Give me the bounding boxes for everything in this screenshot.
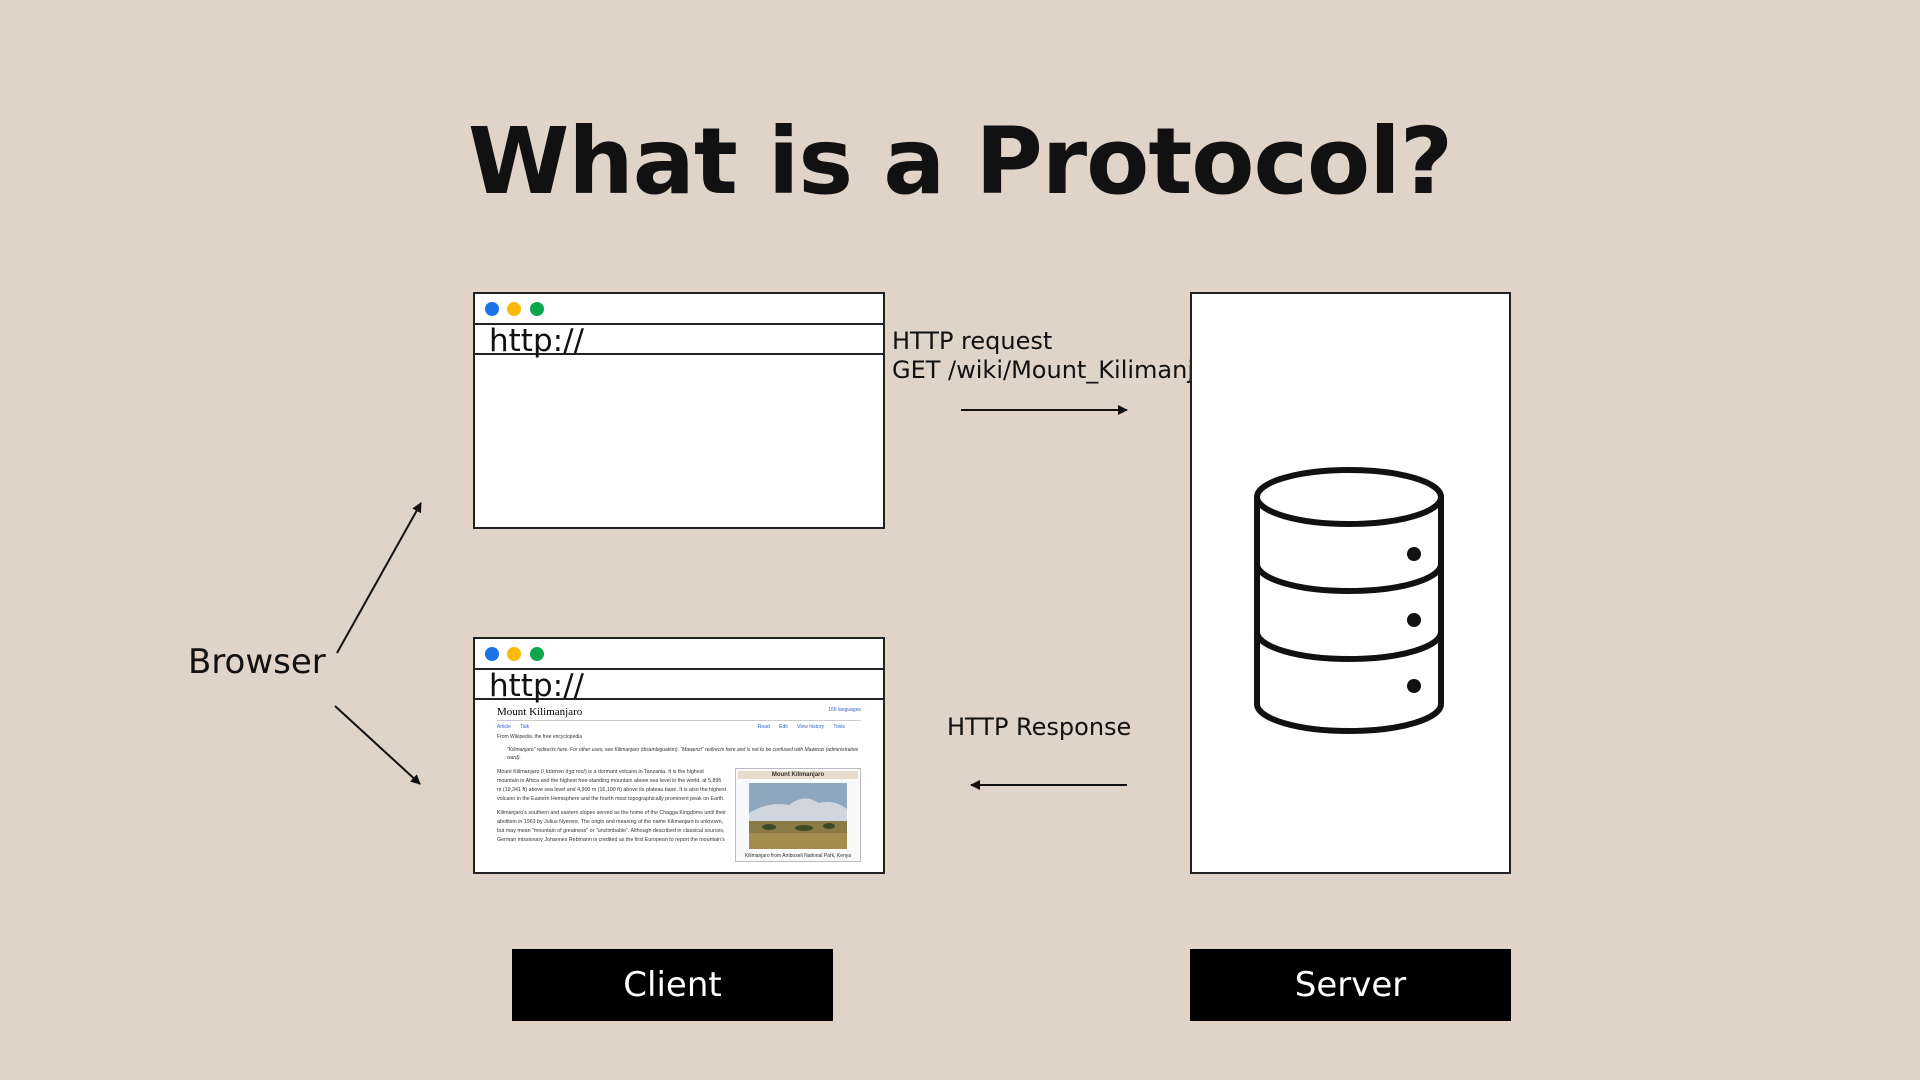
browser-arrow-up — [337, 503, 421, 653]
browser-arrow-down — [335, 706, 420, 784]
